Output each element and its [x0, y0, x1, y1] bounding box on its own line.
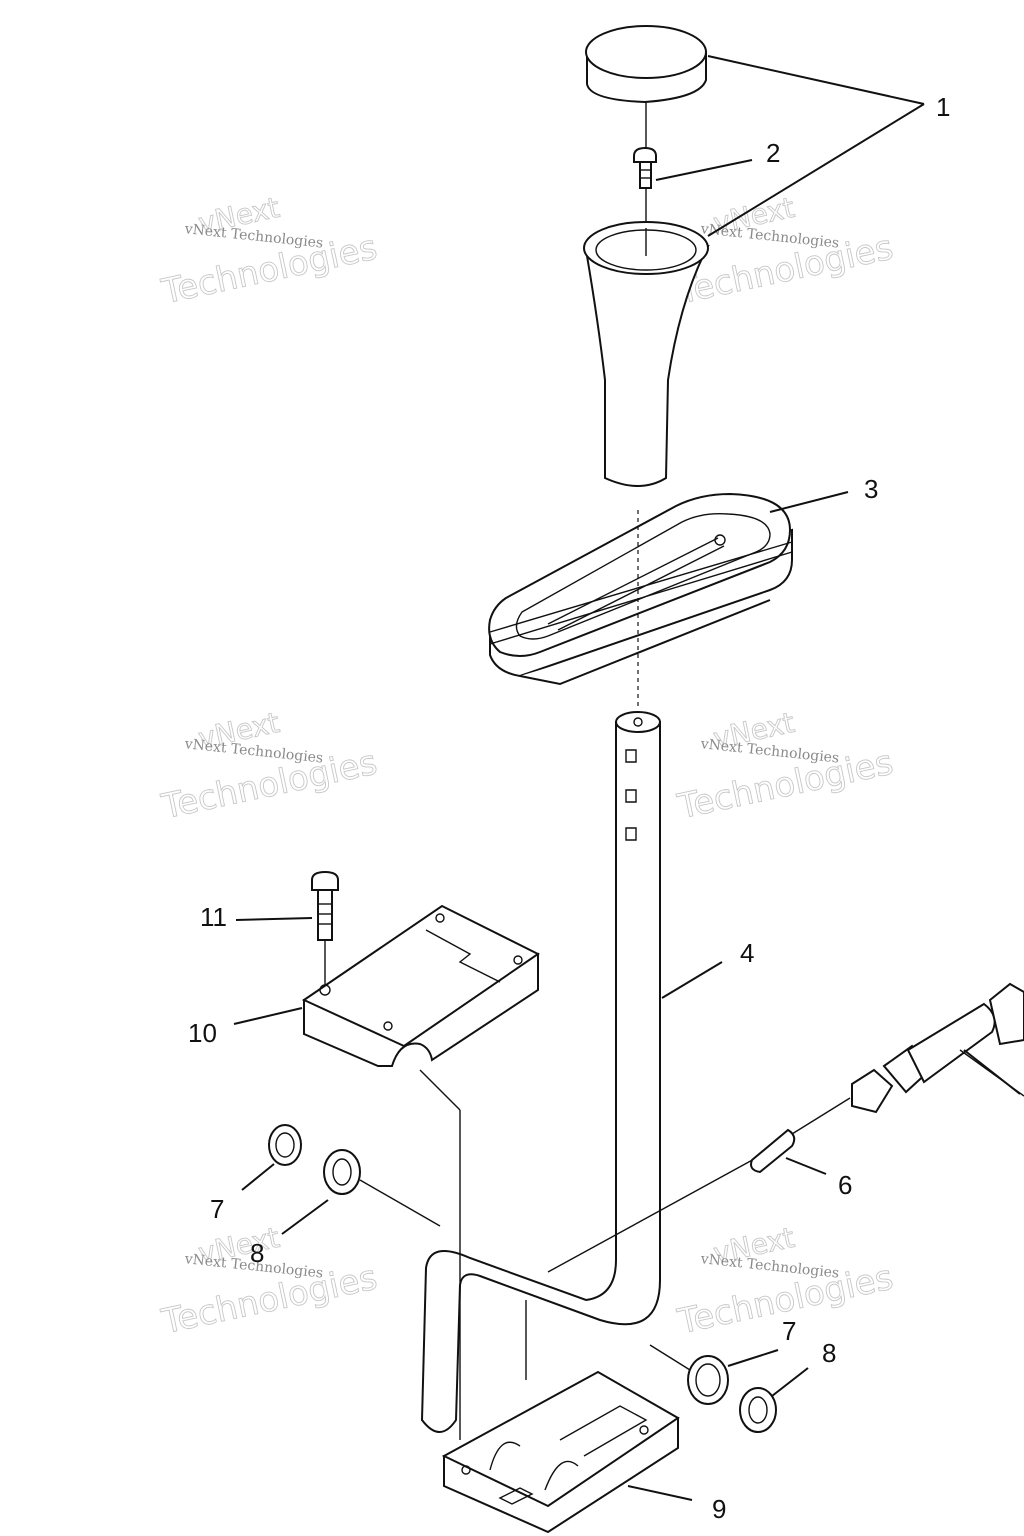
- part-6-pin: [750, 1128, 796, 1174]
- part-7-washer-left: [268, 1124, 302, 1166]
- axis-line-washers-left: [359, 1179, 441, 1227]
- cable-connector-assembly: [851, 982, 1024, 1114]
- part-7-washer-right: [687, 1355, 729, 1405]
- part-3-gate-boot: [488, 492, 793, 686]
- part-11-bolt: [311, 870, 339, 941]
- part-1-handle-grip: [583, 221, 710, 487]
- leader-lines: [233, 55, 1021, 1501]
- watermark-mid-left: vNext Technologies vNext Technologies: [157, 705, 381, 827]
- watermark-bottom-left: vNext Technologies vNext Technologies: [157, 1220, 381, 1342]
- part-4-shift-lever: [420, 711, 661, 1433]
- axis-line-bracket: [419, 1069, 461, 1111]
- part-1-knob-cap: [585, 25, 707, 104]
- callout-7-right: 7: [782, 1316, 796, 1346]
- callout-7-left: 7: [210, 1194, 224, 1224]
- axis-line-cable: [547, 1157, 757, 1273]
- callout-6: 6: [838, 1170, 852, 1200]
- callout-1: 1: [936, 92, 950, 122]
- part-8-washer-right: [739, 1387, 777, 1433]
- watermark-top-left: vNext Technologies vNext Technologies: [157, 190, 381, 312]
- callout-3: 3: [864, 474, 878, 504]
- part-10-bracket: [301, 904, 540, 1067]
- callout-11: 11: [200, 902, 227, 932]
- part-2-screw: [633, 146, 657, 189]
- callout-10: 10: [188, 1018, 217, 1048]
- callout-4: 4: [740, 938, 754, 968]
- cable-thin: [791, 1097, 851, 1135]
- callout-8-left: 8: [250, 1238, 264, 1268]
- callout-9: 9: [712, 1494, 726, 1524]
- watermark-mid-right: vNext Technologies vNext Technologies: [673, 705, 897, 827]
- part-9-base-block: [441, 1370, 680, 1534]
- callout-8-right: 8: [822, 1338, 836, 1368]
- part-8-washer-left: [323, 1149, 361, 1195]
- axis-line-washers-right: [649, 1344, 691, 1371]
- callout-2: 2: [766, 138, 780, 168]
